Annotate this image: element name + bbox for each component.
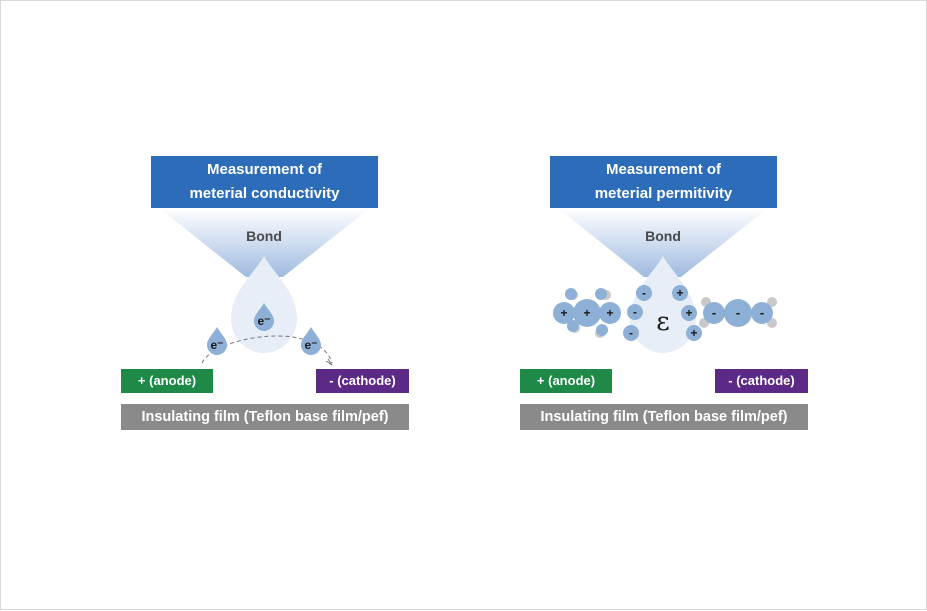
electron-label: e⁻ xyxy=(257,314,270,328)
charge-particle: + xyxy=(686,325,702,341)
conductivity-panel: e⁻ e⁻ e⁻ Measurement of meterial conduct… xyxy=(119,1,419,611)
bond-label: Bond xyxy=(645,228,681,244)
permittivity-cone-graphic: + + + - - - - - - + + + xyxy=(553,208,777,353)
positive-molecule: + + + xyxy=(553,288,621,338)
minus-sign: - xyxy=(629,326,633,340)
insulating-film-label: Insulating film (Teflon base film/pef) xyxy=(121,404,409,430)
header-line-2: meterial conductivity xyxy=(189,185,340,202)
negative-molecule: - - - xyxy=(699,297,777,328)
measurement-cone xyxy=(159,208,370,277)
header-line-1: Measurement of xyxy=(206,161,323,178)
epsilon-symbol: ε xyxy=(656,307,669,337)
electron-particle: e⁻ xyxy=(254,303,274,331)
bond-droplet xyxy=(630,256,696,353)
electron-label: e⁻ xyxy=(210,338,223,352)
minus-sign: - xyxy=(736,305,740,320)
header-line-2: meterial permitivity xyxy=(594,185,733,202)
plus-sign: + xyxy=(690,326,697,340)
permittivity-panel: + + + - - - - - - + + + xyxy=(518,1,818,611)
electron-label: e⁻ xyxy=(304,338,317,352)
electron-particle: e⁻ xyxy=(207,327,227,355)
plus-sign: + xyxy=(560,306,567,320)
plus-sign: + xyxy=(676,286,683,300)
charge-particle: - xyxy=(636,285,652,301)
electron-particle: e⁻ xyxy=(301,327,321,355)
conductivity-header: Measurement of meterial conductivity xyxy=(151,156,378,208)
minus-sign: - xyxy=(760,305,764,320)
plus-sign: + xyxy=(583,306,590,320)
header-line-1: Measurement of xyxy=(605,161,722,178)
charge-particle: - xyxy=(623,325,639,341)
electron-path xyxy=(201,335,333,364)
minus-sign: - xyxy=(712,305,716,320)
permittivity-header: Measurement of meterial permitivity xyxy=(550,156,777,208)
bond-label: Bond xyxy=(246,228,282,244)
minus-sign: - xyxy=(642,286,646,300)
plus-sign: + xyxy=(606,306,613,320)
charge-particle: + xyxy=(672,285,688,301)
charge-particle: - xyxy=(627,304,643,320)
minus-sign: - xyxy=(633,305,637,319)
conductivity-cone-graphic: e⁻ e⁻ e⁻ xyxy=(159,208,370,366)
charge-particle: + xyxy=(681,305,697,321)
plus-sign: + xyxy=(685,306,692,320)
insulating-film-label: Insulating film (Teflon base film/pef) xyxy=(520,404,808,430)
cathode-label: - (cathode) xyxy=(316,369,409,393)
cathode-label: - (cathode) xyxy=(715,369,808,393)
anode-label: + (anode) xyxy=(520,369,612,393)
anode-label: + (anode) xyxy=(121,369,213,393)
measurement-cone xyxy=(558,208,768,277)
electron-path-arrowhead xyxy=(325,358,333,366)
